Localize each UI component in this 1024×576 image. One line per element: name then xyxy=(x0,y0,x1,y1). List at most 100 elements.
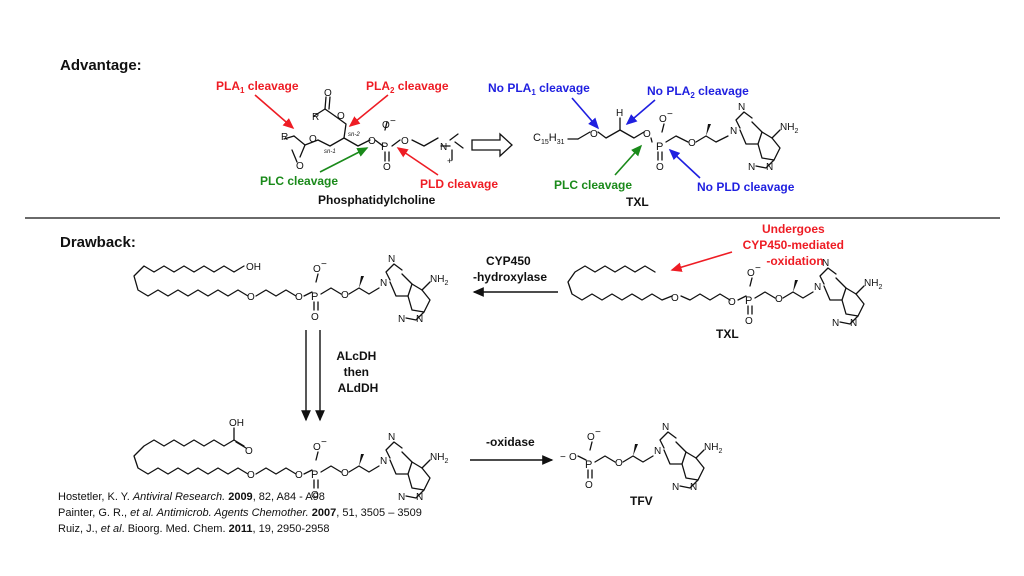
oh-label: OH xyxy=(246,262,261,273)
atom-o: O xyxy=(247,292,255,303)
r-group-1: R xyxy=(281,132,288,143)
atom-o: O xyxy=(245,446,253,457)
atom-n: N xyxy=(832,318,839,329)
atom-o: O xyxy=(313,442,321,453)
sn1-label: sn-1 xyxy=(324,149,336,155)
atom-n: N xyxy=(416,314,423,325)
pld-arrow xyxy=(396,147,439,176)
txl-structure-right xyxy=(567,265,865,325)
no-pld-arrow xyxy=(668,148,701,179)
pla2-cleavage-label: PLA2 cleavage xyxy=(366,79,449,95)
charge-minus: − xyxy=(667,109,673,120)
nh2-label: NH2 xyxy=(704,442,722,455)
atom-o: O xyxy=(295,470,303,481)
references: Hostetler, K. Y. Antiviral Research. 200… xyxy=(58,489,422,537)
charge-minus: − xyxy=(321,259,327,270)
txl-label-top: TXL xyxy=(626,195,649,209)
atom-o: O xyxy=(247,470,255,481)
atom-o: O xyxy=(324,88,332,99)
charge-minus: − xyxy=(390,116,396,127)
atom-n: N xyxy=(672,482,679,493)
atom-o: O xyxy=(671,293,679,304)
atom-o: O xyxy=(569,452,577,463)
atom-n: N xyxy=(730,126,737,137)
hydroxy-txl-structure xyxy=(133,263,431,321)
pld-cleavage-label: PLD cleavage xyxy=(420,177,498,191)
no-pld-cleavage-label: No PLD cleavage xyxy=(697,180,795,194)
atom-p: P xyxy=(381,141,388,153)
txl-label-right: TXL xyxy=(716,327,739,341)
atom-o: O xyxy=(656,162,664,173)
atom-p: P xyxy=(585,459,592,471)
atom-n: N xyxy=(440,142,447,153)
atom-n: N xyxy=(388,432,395,443)
plc-arrow xyxy=(319,147,369,173)
atom-p: P xyxy=(745,295,752,307)
atom-n: N xyxy=(380,456,387,467)
phosphatidylcholine-label: Phosphatidylcholine xyxy=(318,193,436,207)
c15h31-label: C15H31 xyxy=(533,132,565,146)
tfv-structure xyxy=(577,431,705,489)
no-pla2-cleavage-label: No PLA2 cleavage xyxy=(647,84,749,100)
pla1-cleavage-label: PLA1 cleavage xyxy=(216,79,299,95)
atom-p: P xyxy=(311,291,318,303)
cyp450-label: CYP450 -hydroxylase xyxy=(473,254,547,284)
atom-o: O xyxy=(659,114,667,125)
atom-n: N xyxy=(398,492,405,503)
alcdh-aldh-label: ALcDH then ALdDH xyxy=(336,349,379,395)
atom-o: O xyxy=(615,458,623,469)
r-group-2: R xyxy=(312,112,319,123)
atom-o: O xyxy=(311,312,319,323)
cooh-oh-label: OH xyxy=(229,418,244,429)
atom-n: N xyxy=(398,314,405,325)
atom-o: O xyxy=(368,136,376,147)
nh2-label: NH2 xyxy=(780,122,798,135)
txl-plc-cleavage-label: PLC cleavage xyxy=(554,178,632,192)
atom-n: N xyxy=(766,162,773,173)
advantage-heading: Advantage: xyxy=(60,57,142,74)
atom-h: H xyxy=(616,108,623,119)
atom-o: O xyxy=(337,111,345,122)
oxidase-label: -oxidase xyxy=(486,435,535,449)
drawback-heading: Drawback: xyxy=(60,234,136,251)
atom-n: N xyxy=(850,318,857,329)
carboxy-txl-structure xyxy=(133,427,431,499)
atom-n: N xyxy=(748,162,755,173)
no-pla1-arrow xyxy=(571,97,600,130)
atom-n: N xyxy=(814,282,821,293)
transform-arrow xyxy=(471,132,513,158)
nh2-label: NH2 xyxy=(864,278,882,291)
atom-p: P xyxy=(311,469,318,481)
nh2-label: NH2 xyxy=(430,452,448,465)
atom-o: O xyxy=(747,268,755,279)
txl-plc-arrow xyxy=(614,144,643,176)
atom-o: O xyxy=(688,138,696,149)
atom-n: N xyxy=(690,482,697,493)
charge-minus: − xyxy=(321,437,327,448)
atom-o: O xyxy=(382,120,390,131)
pla2-arrow xyxy=(348,94,389,128)
atom-o: O xyxy=(587,432,595,443)
no-pla1-cleavage-label: No PLA1 cleavage xyxy=(488,81,590,97)
atom-n: N xyxy=(654,446,661,457)
oxidation-site-arrow xyxy=(670,251,733,272)
reference-item: Ruiz, J., et al. Bioorg. Med. Chem. 2011… xyxy=(58,523,330,535)
atom-o: O xyxy=(590,129,598,140)
atom-o: O xyxy=(643,129,651,140)
atom-o: O xyxy=(401,136,409,147)
charge-minus: − xyxy=(560,452,566,463)
atom-n: N xyxy=(738,102,745,113)
atom-o: O xyxy=(296,161,304,172)
atom-p: P xyxy=(656,141,663,153)
pla1-arrow xyxy=(254,94,295,130)
atom-o: O xyxy=(341,290,349,301)
charge-minus: − xyxy=(755,263,761,274)
atom-n: N xyxy=(416,492,423,503)
plc-cleavage-label: PLC cleavage xyxy=(260,174,338,188)
atom-n: N xyxy=(388,254,395,265)
atom-o: O xyxy=(311,490,319,501)
atom-o: O xyxy=(313,264,321,275)
atom-o: O xyxy=(383,162,391,173)
nh2-label: NH2 xyxy=(430,274,448,287)
